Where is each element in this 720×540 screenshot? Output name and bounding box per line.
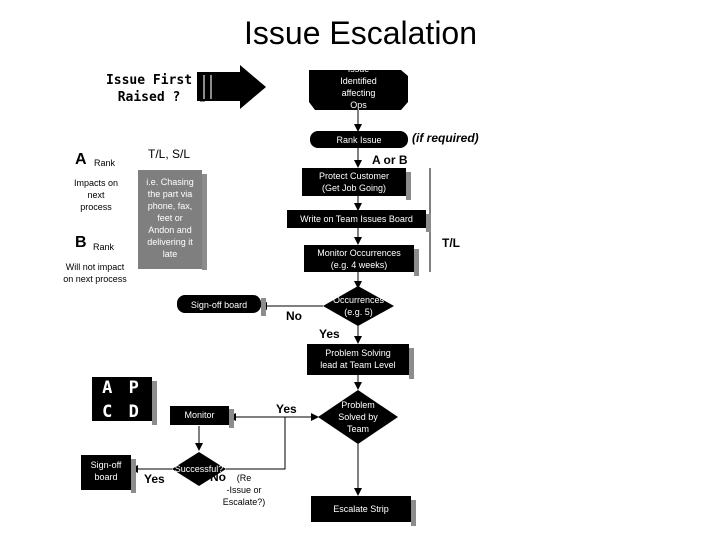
issue-first-raised-label: Issue First Raised ? — [105, 73, 193, 105]
occurrences-no-label: No — [286, 309, 302, 323]
will-not-impact-label: Will not impact on next process — [63, 262, 127, 284]
monitor-shape — [170, 406, 229, 425]
occurrences-yes-label: Yes — [319, 327, 340, 341]
protect-customer-shape — [302, 168, 406, 196]
rank-issue-shape — [310, 131, 408, 148]
escalate-strip-shape — [311, 496, 411, 522]
tl-sl-label: T/L, S/L — [148, 147, 191, 161]
if-required-label: (if required) — [412, 131, 479, 145]
shadow-signoff-board — [261, 298, 266, 316]
shadow-escalate — [411, 500, 416, 526]
connector-successful-no-to-solved — [226, 413, 319, 470]
write-board-shape — [287, 210, 426, 228]
signoff-small-shape — [81, 455, 131, 490]
shadow-write-board — [426, 214, 431, 232]
signoff-board-shape — [177, 295, 261, 313]
tl-right-label: T/L — [442, 236, 460, 250]
re-issue-label: (Re -Issue or Escalate?) — [222, 473, 266, 507]
escalate-strip-label: Escalate Strip — [333, 504, 389, 514]
shadow-monitor — [229, 409, 234, 428]
signoff-small-label: Sign-off board — [90, 460, 122, 482]
occurrences-diamond — [323, 286, 394, 326]
issue-identified-label: Issue Identified affecting Ops — [340, 64, 377, 110]
problem-solving-shape — [307, 344, 409, 375]
page-title: Issue Escalation — [244, 15, 478, 51]
impacts-label: Impacts on next process — [73, 178, 119, 212]
write-board-label: Write on Team Issues Board — [300, 214, 413, 224]
chasing-note-label: i.e. Chasing the part via phone, fax, fe… — [146, 177, 194, 259]
problem-solving-label: Problem Solving lead at Team Level — [320, 348, 396, 370]
apcd-shape — [92, 377, 152, 421]
successful-yes-label: Yes — [144, 472, 165, 486]
shadow-monitor-occurrences — [414, 249, 419, 276]
successful-no-label: No — [210, 470, 226, 484]
solved-yes-label: Yes — [276, 402, 297, 416]
rank-a-word: Rank — [94, 158, 116, 168]
monitor-label: Monitor — [184, 410, 215, 420]
problem-solved-label: Problem Solved by Team — [338, 400, 378, 434]
rank-b-word: Rank — [93, 242, 115, 252]
a-or-b-label: A or B — [372, 153, 408, 167]
apcd-label: A P C D — [102, 378, 142, 422]
arrow-inner-line-2 — [210, 75, 212, 99]
rank-b-letter: B — [75, 234, 87, 251]
problem-solved-diamond — [318, 390, 398, 444]
shadow-signoff-small — [131, 459, 136, 493]
chasing-note-shape — [138, 170, 202, 269]
arrow-inner-line-1 — [203, 75, 205, 99]
chasing-note-shadow — [202, 174, 207, 270]
shapes — [81, 65, 426, 522]
issue-identified-shape — [309, 70, 408, 110]
shadow-problem-solving — [409, 348, 414, 379]
rank-issue-label: Rank Issue — [336, 135, 382, 145]
successful-diamond — [172, 452, 226, 486]
monitor-occurrences-shape — [304, 245, 414, 272]
successful-label: Successful? — [174, 464, 224, 474]
signoff-board-label: Sign-off board — [190, 300, 248, 310]
occurrences-label: Occurrences (e.g. 5) — [332, 295, 385, 317]
rank-a-letter: A — [75, 151, 87, 168]
monitor-occurrences-label: Monitor Occurrences (e.g. 4 weeks) — [317, 248, 401, 270]
protect-customer-label: Protect Customer (Get Job Going) — [318, 171, 390, 193]
issue-first-raised-arrow — [197, 65, 266, 109]
shadow-apcd — [152, 381, 157, 425]
shadow-protect-customer — [406, 172, 411, 200]
